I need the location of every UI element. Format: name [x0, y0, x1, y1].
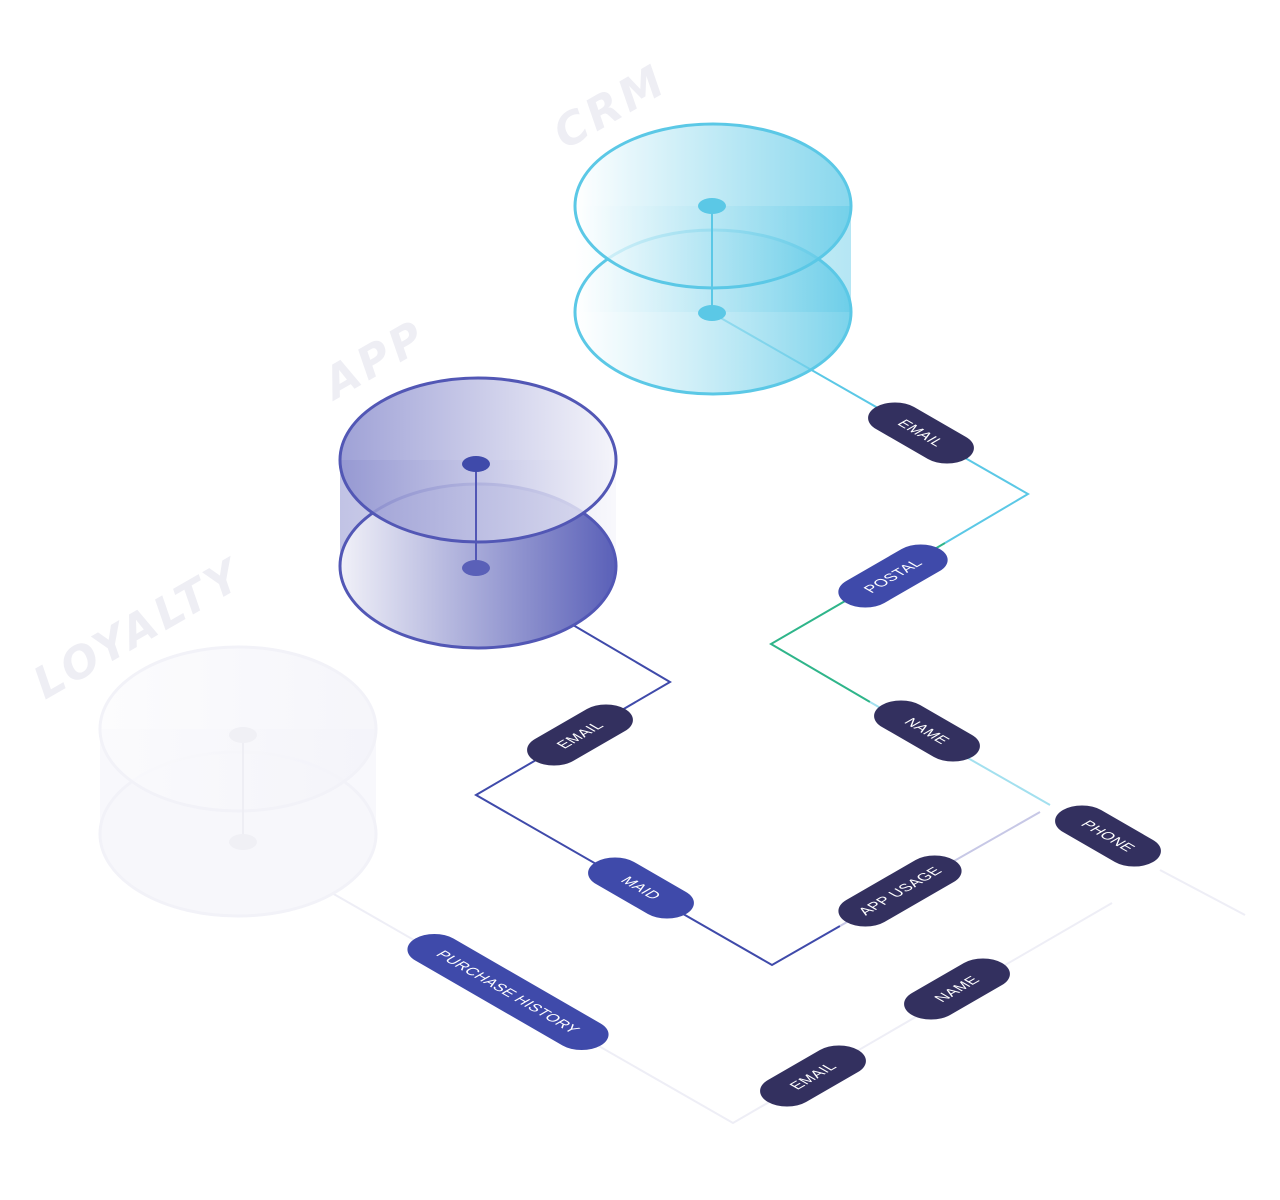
crm-database-cylinder[interactable] — [573, 122, 853, 396]
app-node-dot — [462, 560, 490, 576]
loyalty-database-cylinder[interactable] — [98, 645, 378, 918]
crm-node-dot — [698, 305, 726, 321]
crm-node-dot — [698, 198, 726, 214]
field-pill-crm-postal[interactable]: POSTAL — [827, 538, 959, 614]
field-pill-app-maid[interactable]: MAID — [577, 851, 705, 925]
field-pill-crm-phone[interactable]: PHONE — [1044, 799, 1172, 873]
field-pill-app-email[interactable]: EMAIL — [516, 698, 644, 772]
field-pill-crm-name[interactable]: NAME — [863, 694, 991, 768]
loyalty-node-dot — [229, 834, 257, 850]
field-pill-loyalty-email[interactable]: EMAIL — [749, 1039, 877, 1113]
field-pill-crm-email[interactable]: EMAIL — [857, 396, 985, 470]
field-label: PURCHASE HISTORY — [432, 948, 584, 1036]
field-pill-loyalty-purchase-history[interactable]: PURCHASE HISTORY — [396, 928, 619, 1057]
app-node-dot — [462, 456, 490, 472]
loyalty-node-dot — [229, 727, 257, 743]
field-pill-loyalty-name[interactable]: NAME — [893, 952, 1021, 1026]
loyalty-connectors — [242, 841, 1246, 1125]
app-database-cylinder[interactable] — [338, 376, 618, 650]
field-pill-app-usage[interactable]: APP USAGE — [827, 849, 972, 933]
